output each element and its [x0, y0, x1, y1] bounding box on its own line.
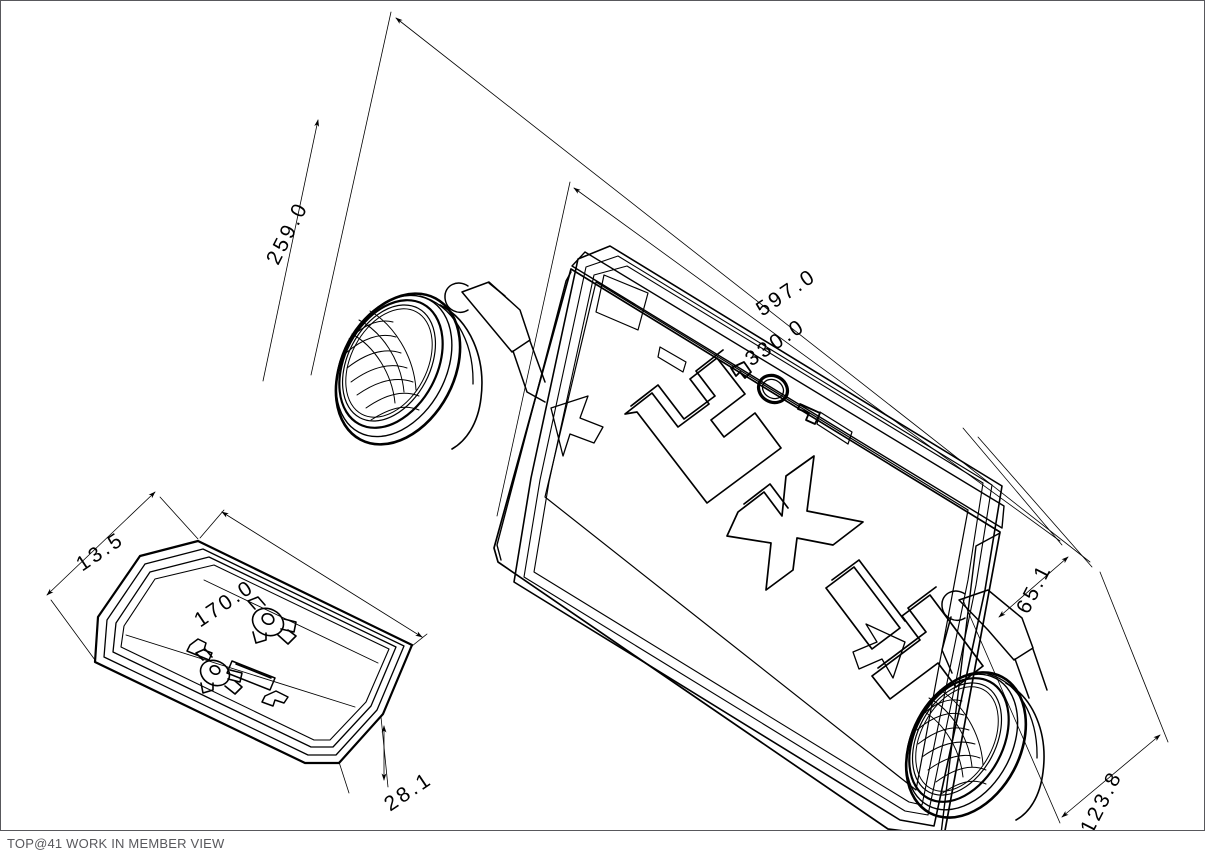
status-bar-text: TOP@41 WORK IN MEMBER VIEW [7, 836, 225, 851]
exit-sign-housing [493, 268, 1001, 837]
dimension-lines-main [262, 11, 1169, 824]
sign-panel-face [544, 281, 969, 791]
back-plate-detail [46, 491, 428, 794]
right-arrow-indicator [852, 623, 906, 679]
sign-front-bezel-inner [523, 255, 993, 816]
lamp-lens-grid [345, 308, 433, 421]
bracket-clip-left [186, 638, 213, 661]
housing-top-strip [595, 274, 853, 445]
right-lamp-head [904, 589, 1048, 821]
status-bar: TOP@41 WORK IN MEMBER VIEW [0, 830, 1205, 856]
dimension-lines-detail [46, 491, 428, 794]
knockout-fitting-lower [195, 648, 243, 695]
bracket-clip-right [261, 690, 289, 707]
left-arrow-indicator [550, 395, 604, 457]
exit-sign-housing-inner [496, 251, 1005, 835]
sign-front-bezel [513, 245, 1003, 827]
lamp-lens-grid-right [915, 686, 999, 795]
terminal-slot [226, 660, 276, 691]
exit-letters [624, 349, 984, 700]
left-lamp-head [334, 281, 546, 450]
test-button-group [730, 361, 821, 425]
